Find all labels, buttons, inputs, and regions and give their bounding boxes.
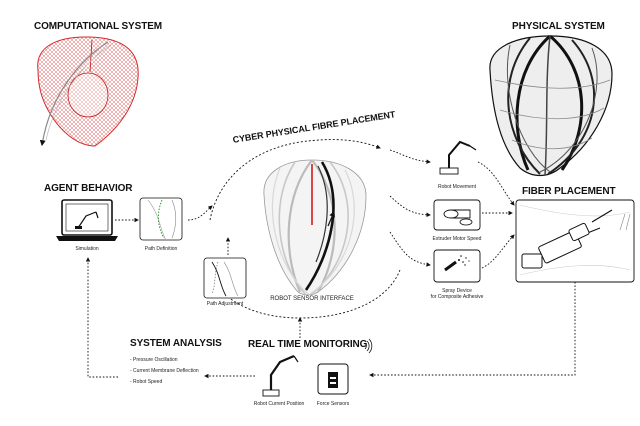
heading-physical-system: PHYSICAL SYSTEM [512, 21, 605, 32]
computational-mesh [37, 36, 139, 147]
caption-composite-adhesive: for Composite Adhesive [430, 294, 484, 300]
robot-current-position-icon [262, 354, 299, 397]
connectors [85, 149, 576, 379]
heading-computational-system: COMPUTATIONAL SYSTEM [34, 21, 163, 32]
caption-force-sensors: Force Sensors [316, 401, 350, 407]
caption-robot-sensor-interface: ROBOT SENSOR INTERFACE [270, 296, 354, 302]
caption-extruder-motor-speed: Extruder Motor Speed [432, 236, 482, 242]
physical-fiber-structure [489, 34, 613, 177]
heading-agent-behavior: AGENT BEHAVIOR [44, 183, 133, 194]
analysis-item-membrane: - Current Membrane Deflection [130, 368, 199, 374]
fiber-placement-robot [515, 199, 635, 283]
caption-robot-movement: Robot Movement [437, 184, 477, 190]
caption-simulation: Simulation [75, 246, 99, 252]
laptop-icon [56, 199, 118, 241]
analysis-item-pressure: - Pressure Oscillation [130, 357, 178, 363]
path-definition-card [139, 197, 183, 241]
caption-robot-current-position: Robot Current Position [253, 401, 305, 407]
extruder-motor-icon [433, 199, 481, 231]
robot-movement-icon [439, 140, 477, 175]
caption-path-definition: Path Definition [144, 246, 178, 252]
caption-path-adjustment: Path Adjustment [206, 301, 244, 307]
spray-device-icon [433, 249, 481, 283]
signal-icon [364, 338, 373, 354]
caption-spray-device: Spray Device [442, 288, 472, 294]
analysis-list: - Pressure Oscillation - Current Membran… [130, 355, 199, 388]
force-sensors-icon [317, 363, 349, 395]
center-fiber-body [263, 159, 367, 296]
heading-system-analysis: SYSTEM ANALYSIS [130, 338, 222, 349]
flow-arc-top [209, 139, 381, 221]
path-adjustment-card [203, 257, 247, 299]
heading-real-time-monitoring: REAL TIME MONITORING [248, 339, 368, 350]
analysis-item-speed: - Robot Speed [130, 379, 163, 385]
heading-fiber-placement: FIBER PLACEMENT [522, 186, 616, 197]
